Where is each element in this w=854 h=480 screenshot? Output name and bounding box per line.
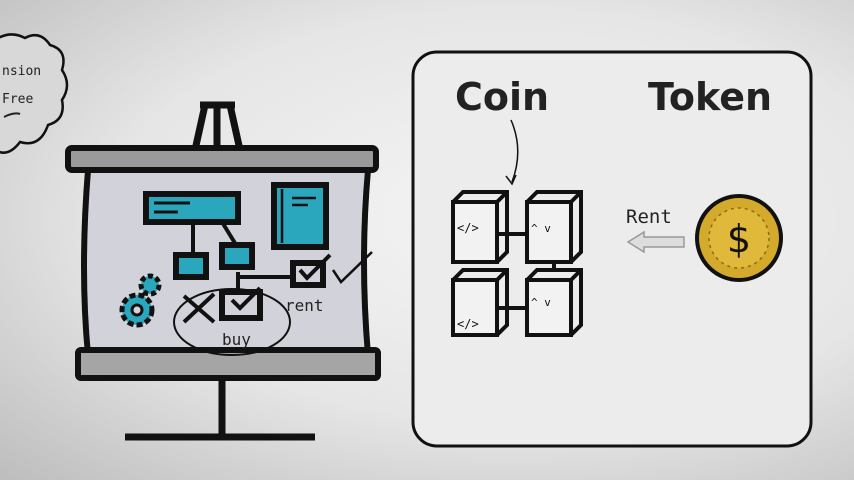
rent-arrow-label: Rent	[626, 206, 672, 228]
thought-cloud: nsion Free	[0, 33, 69, 154]
blockchain-icon: </> </> ^ v ^ v	[451, 190, 583, 337]
projector-screen: rent buy	[65, 101, 381, 441]
cloud-text-1: nsion	[2, 64, 41, 79]
flow-box-top	[143, 191, 241, 225]
buy-label: buy	[222, 330, 251, 349]
rent-label: rent	[285, 296, 324, 315]
arrow-glyph: ^ v	[531, 222, 551, 235]
cloud-text-2: Free	[2, 92, 33, 107]
token-title: Token	[648, 75, 772, 119]
coin-token-panel	[411, 50, 813, 448]
arrow-glyph: ^ v	[531, 296, 551, 309]
left-arrow-icon	[626, 230, 685, 254]
token-coin-icon: $	[695, 194, 783, 282]
code-glyph: </>	[457, 221, 479, 235]
gears-icon	[119, 273, 162, 328]
code-glyph: </>	[457, 317, 479, 331]
coin-title: Coin	[455, 75, 549, 119]
dollar-sign: $	[727, 217, 751, 261]
